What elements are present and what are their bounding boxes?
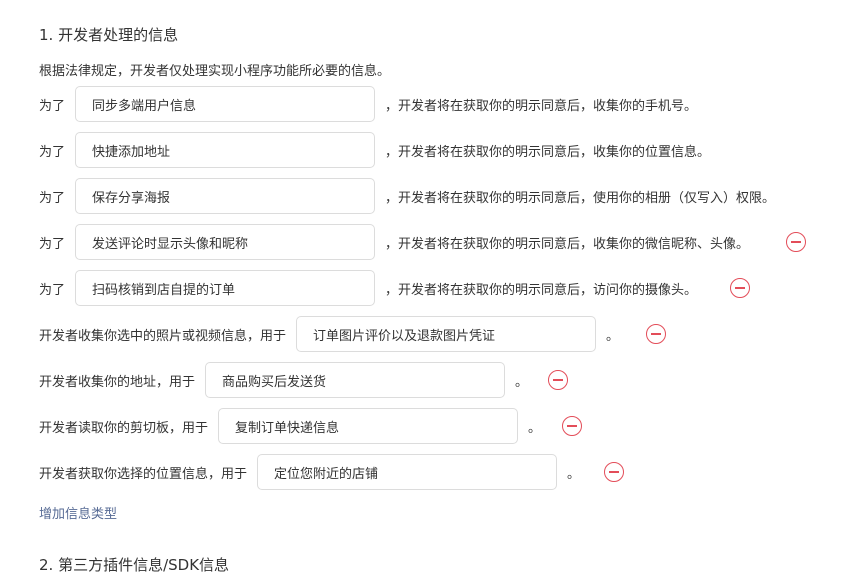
remove-circle-icon[interactable]: [548, 370, 568, 390]
purpose-suffix: ，开发者将在获取你的明示同意后，使用你的相册（仅写入）权限。: [385, 190, 776, 206]
use-row: 开发者读取你的剪切板，用于 复制订单快递信息 。: [39, 408, 541, 444]
use-row: 开发者收集你选中的照片或视频信息，用于 订单图片评价以及退款图片凭证 。: [39, 316, 619, 352]
purpose-input[interactable]: 同步多端用户信息: [75, 86, 375, 122]
use-suffix: 。: [515, 374, 529, 390]
use-row: 开发者收集你的地址，用于 商品购买后发送货 。: [39, 362, 528, 398]
use-input[interactable]: 复制订单快递信息: [218, 408, 519, 444]
use-suffix: 。: [567, 466, 581, 482]
add-info-type-link[interactable]: 增加信息类型: [39, 507, 118, 522]
purpose-input[interactable]: 发送评论时显示头像和昵称: [75, 224, 375, 260]
purpose-suffix: ，开发者将在获取你的明示同意后，收集你的位置信息。: [385, 144, 711, 160]
use-prefix: 开发者收集你选中的照片或视频信息，用于: [39, 328, 287, 344]
remove-circle-icon[interactable]: [730, 278, 750, 298]
purpose-row: 为了 扫码核销到店自提的订单 ，开发者将在获取你的明示同意后，访问你的摄像头。: [39, 270, 697, 306]
use-prefix: 开发者获取你选择的位置信息，用于: [39, 466, 248, 482]
purpose-row: 为了 同步多端用户信息 ，开发者将在获取你的明示同意后，收集你的手机号。: [39, 86, 697, 122]
use-prefix: 开发者收集你的地址，用于: [39, 374, 196, 390]
use-suffix: 。: [606, 328, 620, 344]
purpose-prefix: 为了: [39, 190, 66, 206]
remove-circle-icon[interactable]: [604, 462, 624, 482]
use-prefix: 开发者读取你的剪切板，用于: [39, 420, 209, 436]
use-input[interactable]: 商品购买后发送货: [205, 362, 506, 398]
use-input[interactable]: 订单图片评价以及退款图片凭证: [296, 316, 597, 352]
purpose-suffix: ，开发者将在获取你的明示同意后，访问你的摄像头。: [385, 282, 698, 298]
purpose-prefix: 为了: [39, 282, 66, 298]
purpose-row: 为了 保存分享海报 ，开发者将在获取你的明示同意后，使用你的相册（仅写入）权限。: [39, 178, 775, 214]
purpose-input[interactable]: 快捷添加地址: [75, 132, 375, 168]
purpose-row: 为了 快捷添加地址 ，开发者将在获取你的明示同意后，收集你的位置信息。: [39, 132, 710, 168]
purpose-suffix: ，开发者将在获取你的明示同意后，收集你的微信昵称、头像。: [385, 236, 750, 252]
purpose-prefix: 为了: [39, 144, 66, 160]
section-2-title: 2. 第三方插件信息/SDK信息: [39, 556, 230, 574]
use-row: 开发者获取你选择的位置信息，用于 定位您附近的店铺 。: [39, 454, 580, 490]
use-suffix: 。: [528, 420, 542, 436]
purpose-prefix: 为了: [39, 236, 66, 252]
remove-circle-icon[interactable]: [786, 232, 806, 252]
use-input[interactable]: 定位您附近的店铺: [257, 454, 558, 490]
purpose-input[interactable]: 扫码核销到店自提的订单: [75, 270, 375, 306]
purpose-suffix: ，开发者将在获取你的明示同意后，收集你的手机号。: [385, 98, 698, 114]
remove-circle-icon[interactable]: [646, 324, 666, 344]
section-1-title: 1. 开发者处理的信息: [39, 26, 179, 44]
purpose-row: 为了 发送评论时显示头像和昵称 ，开发者将在获取你的明示同意后，收集你的微信昵称…: [39, 224, 749, 260]
purpose-prefix: 为了: [39, 98, 66, 114]
remove-circle-icon[interactable]: [562, 416, 582, 436]
purpose-input[interactable]: 保存分享海报: [75, 178, 375, 214]
section-1-intro: 根据法律规定，开发者仅处理实现小程序功能所必要的信息。: [39, 64, 391, 79]
